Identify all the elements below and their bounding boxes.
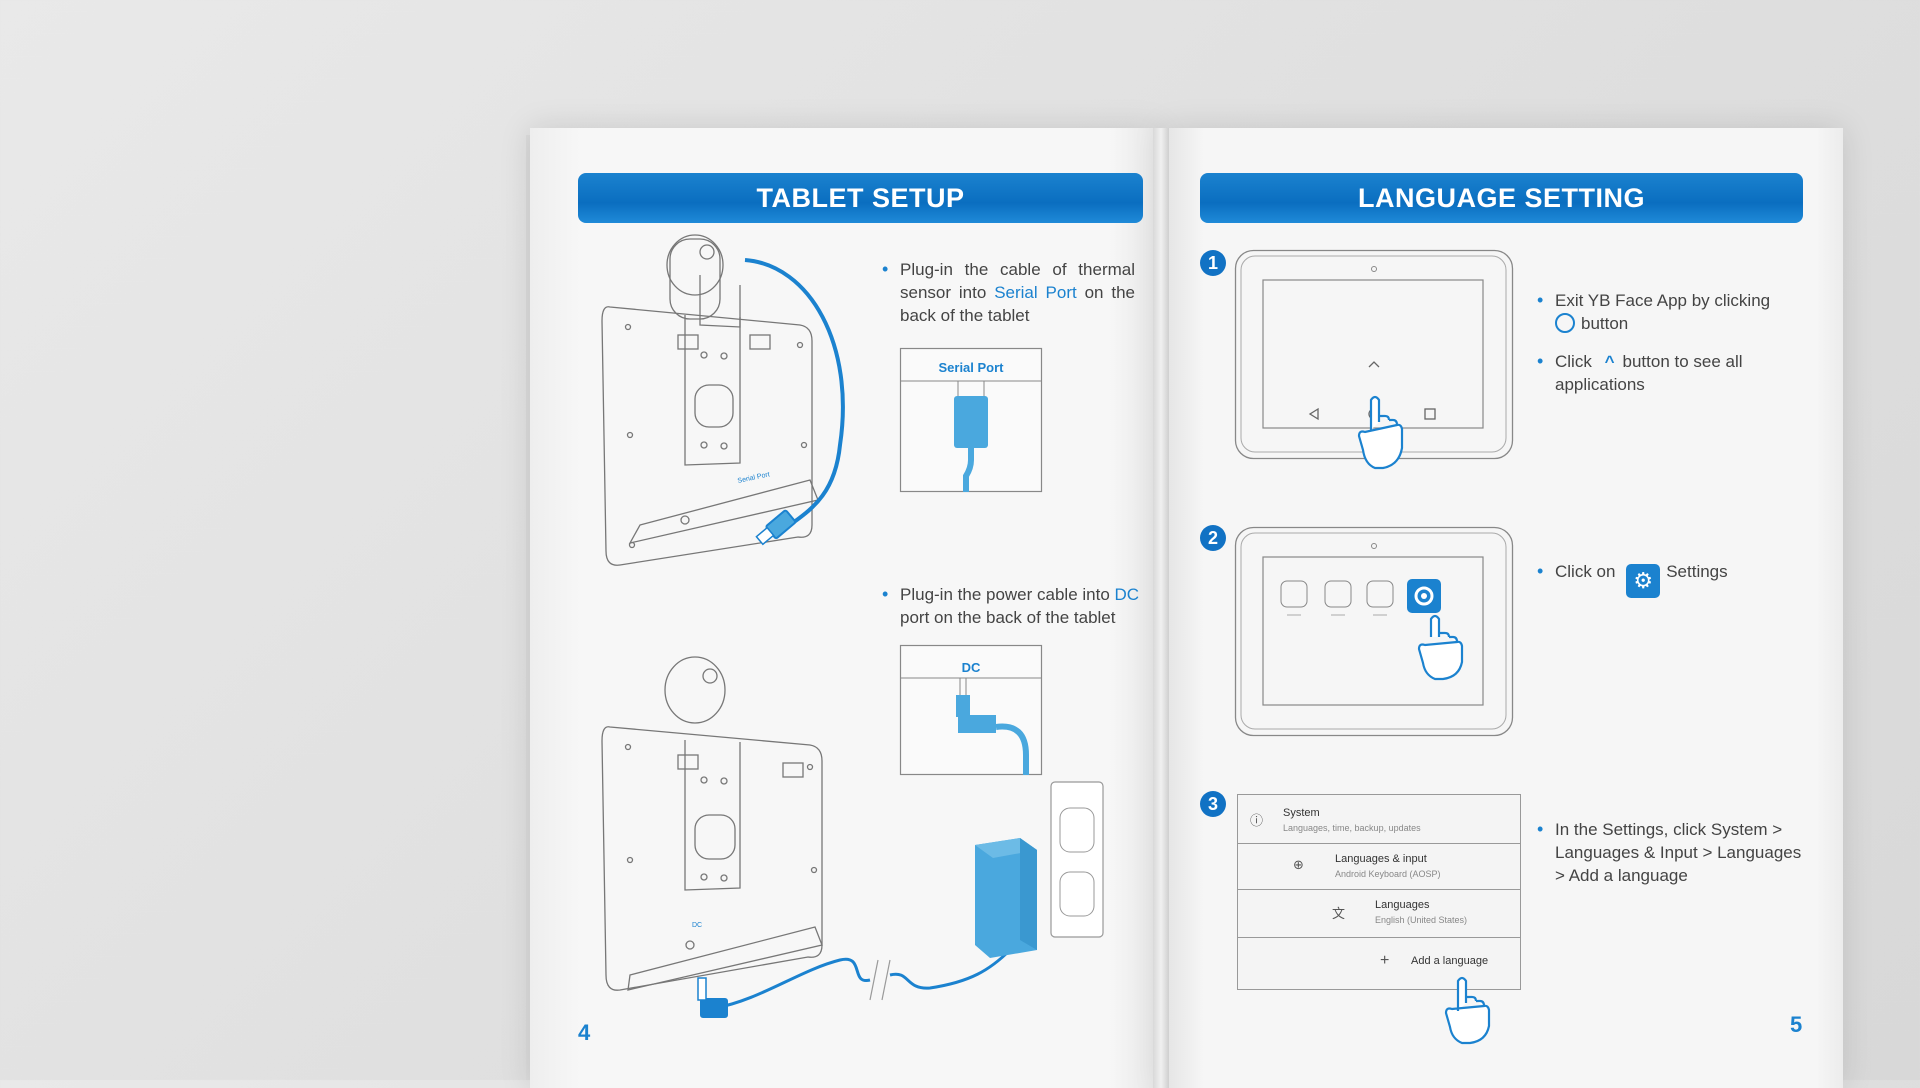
settings-menu-illustration: ⓘ System Languages, time, backup, update… (1237, 794, 1521, 990)
chevron-up-icon: ^ (1604, 352, 1615, 371)
bullet-dot: • (1537, 819, 1544, 839)
settings-row-title: Languages & input (1335, 853, 1427, 865)
settings-row-languages: 文 Languages English (United States) (1238, 889, 1520, 938)
tablet-front-home-screen (1234, 249, 1514, 470)
settings-row-title: System (1283, 807, 1320, 819)
step-3-number: 3 (1200, 791, 1226, 817)
info-icon: ⓘ (1250, 813, 1264, 828)
left-page-title: TABLET SETUP (578, 173, 1143, 223)
globe-icon: ⊕ (1293, 857, 1304, 872)
settings-row-add-language: + Add a language (1238, 937, 1520, 987)
settings-row-subtitle: English (United States) (1375, 915, 1468, 925)
settings-row-system: ⓘ System Languages, time, backup, update… (1238, 795, 1520, 844)
settings-gear-icon: ⚙ (1626, 564, 1661, 598)
settings-row-languages-input: ⊕ Languages & input Android Keyboard (AO… (1238, 843, 1520, 890)
tablet-dc-label: DC (692, 922, 702, 929)
right-page-number: 5 (1790, 1012, 1803, 1037)
bullet-dot: • (1537, 351, 1544, 371)
serial-port-highlight: Serial Port (994, 283, 1077, 302)
click-settings-instruction: • Click on ⚙ Settings (1537, 560, 1795, 598)
add-language-instruction: • In the Settings, click System > Langua… (1537, 818, 1805, 887)
power-adapter-and-outlet (975, 781, 1104, 958)
settings-row-title: Add a language (1411, 955, 1489, 967)
dc-port-detail-box (899, 644, 1043, 776)
bullet-text: Click on (1555, 562, 1616, 581)
see-apps-instruction: • Click ^button to see all applications (1537, 350, 1785, 396)
tablet-back-illustration-top: Serial Port (601, 234, 819, 566)
pointing-hand-icon (1444, 976, 1491, 1045)
dc-box-label: DC (961, 660, 981, 675)
serial-port-instruction: • Plug-in the cable of thermal sensor in… (882, 258, 1135, 327)
bullet-text: In the Settings, click System > Language… (1555, 820, 1802, 885)
exit-app-instruction: • Exit YB Face App by clicking button (1537, 289, 1785, 335)
plus-icon: + (1380, 952, 1390, 969)
translate-icon: 文 (1332, 906, 1346, 921)
bullet-dot: • (1537, 290, 1544, 310)
bullet-dot: • (882, 584, 889, 604)
settings-row-title: Languages (1375, 899, 1430, 911)
bullet-text: on the back of the tablet (900, 283, 1135, 325)
home-circle-icon (1555, 313, 1575, 333)
bullet-text: Exit YB Face App by clicking (1555, 291, 1771, 310)
right-page-title: LANGUAGE SETTING (1200, 173, 1803, 223)
bullet-dot: • (1537, 561, 1544, 581)
bullet-text: port on the back of the tablet (900, 608, 1116, 627)
bullet-text: Plug-in the power cable into (900, 585, 1115, 604)
bullet-text: button to see all applications (1555, 352, 1743, 394)
settings-row-subtitle: Languages, time, backup, updates (1283, 823, 1421, 833)
thermal-sensor-cable (744, 258, 845, 546)
tablet-back-illustration-bottom: DC (601, 656, 823, 991)
power-cable (697, 948, 1012, 1018)
dc-port-instruction: • Plug-in the power cable into DC port o… (882, 583, 1140, 629)
bullet-text: Plug-in the cable of thermal sensor into (900, 260, 1135, 302)
bullet-text: button (1581, 314, 1629, 333)
serial-port-detail-box (899, 347, 1043, 493)
bullet-text: Click (1555, 352, 1592, 371)
bullet-dot: • (882, 259, 889, 279)
serial-port-box-label: Serial Port (938, 360, 1004, 375)
left-page-number: 4 (578, 1020, 591, 1045)
bullet-text: Settings (1666, 562, 1728, 581)
step-1-number: 1 (1200, 250, 1226, 276)
dc-highlight: DC (1114, 585, 1140, 604)
tablet-front-apps-screen (1234, 526, 1514, 737)
step-2-number: 2 (1200, 525, 1226, 551)
settings-row-subtitle: Android Keyboard (AOSP) (1335, 869, 1441, 879)
booklet-spine (1153, 128, 1169, 1088)
